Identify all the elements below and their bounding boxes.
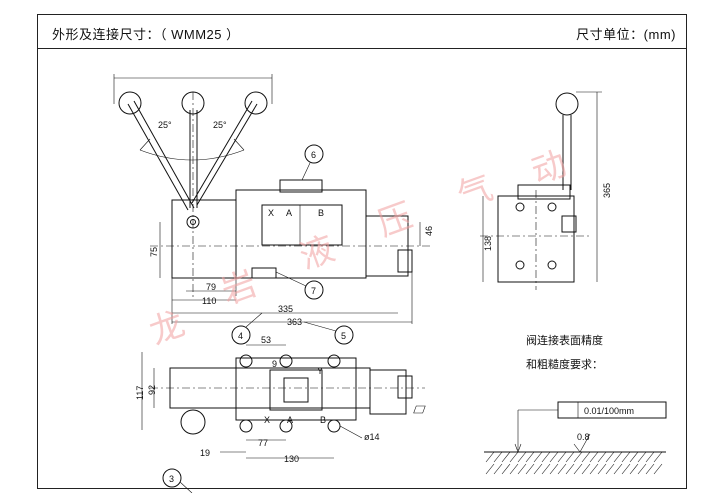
flatness-value: 0.01/100mm (584, 406, 634, 416)
dim-117: 117 (135, 386, 145, 400)
dim-138: 138 (483, 236, 493, 251)
port-a-label-top: A (287, 415, 293, 425)
angle-label-left: 25° (158, 120, 172, 130)
side-view: 138 365 (480, 91, 612, 290)
dim-110: 110 (202, 296, 216, 306)
port-y-label-top: Y (317, 366, 323, 376)
watermark-char-4: 压 (372, 196, 418, 245)
dim-75: 75 (149, 247, 159, 257)
surface-requirement: 阀连接表面精度 和粗糙度要求： 0.01/100mm 0.8 (413, 333, 667, 475)
dim-363: 363 (287, 317, 302, 327)
title-bar: 外形及连接尺寸：（ WMM25 ） 尺寸单位：(mm) (38, 15, 686, 49)
angle-label-right: 25° (213, 120, 227, 130)
dim-9: 9 (272, 359, 277, 369)
top-view: X A B Y 53 9 117 92 77 19 130 ø14 3 (135, 335, 425, 493)
dim-335: 335 (278, 304, 293, 314)
port-x-label: X (268, 208, 274, 218)
dim-365: 365 (602, 183, 612, 198)
watermark-char-2: 岩 (216, 264, 262, 313)
surface-hatching (485, 451, 663, 475)
drawing-title: 外形及连接尺寸：（ WMM25 ） (52, 27, 240, 42)
callout-6: 6 (311, 150, 316, 160)
callout-7: 7 (311, 286, 316, 296)
port-b-label: B (318, 208, 324, 218)
callout-5: 5 (341, 331, 346, 341)
dim-53: 53 (261, 335, 271, 345)
port-x-label-top: X (264, 415, 270, 425)
callout-4: 4 (238, 331, 243, 341)
dim-d14: ø14 (364, 432, 380, 442)
watermark-char-3: 液 (294, 229, 340, 278)
unit-label: 尺寸单位：(mm) (576, 27, 676, 42)
roughness-value: 0.8 (577, 432, 590, 442)
drawing-frame: 外形及连接尺寸：（ WMM25 ） 尺寸单位：(mm) (37, 14, 687, 489)
dim-46: 46 (424, 226, 434, 236)
port-b-label-top: B (320, 415, 326, 425)
port-a-label: A (286, 208, 292, 218)
callout-3: 3 (169, 474, 174, 484)
surface-note-line2: 和粗糙度要求： (526, 357, 603, 371)
front-view: 25° 25° X A B 75 46 79 110 3 (113, 74, 434, 345)
dim-77: 77 (258, 438, 268, 448)
dim-19: 19 (200, 448, 210, 458)
dim-130: 130 (284, 454, 299, 464)
watermark-char-5: 气 (452, 168, 498, 217)
watermark-char-1: 龙 (144, 304, 190, 353)
surface-note-line1: 阀连接表面精度 (526, 333, 603, 347)
dim-79: 79 (206, 282, 216, 292)
dim-92: 92 (147, 385, 157, 395)
